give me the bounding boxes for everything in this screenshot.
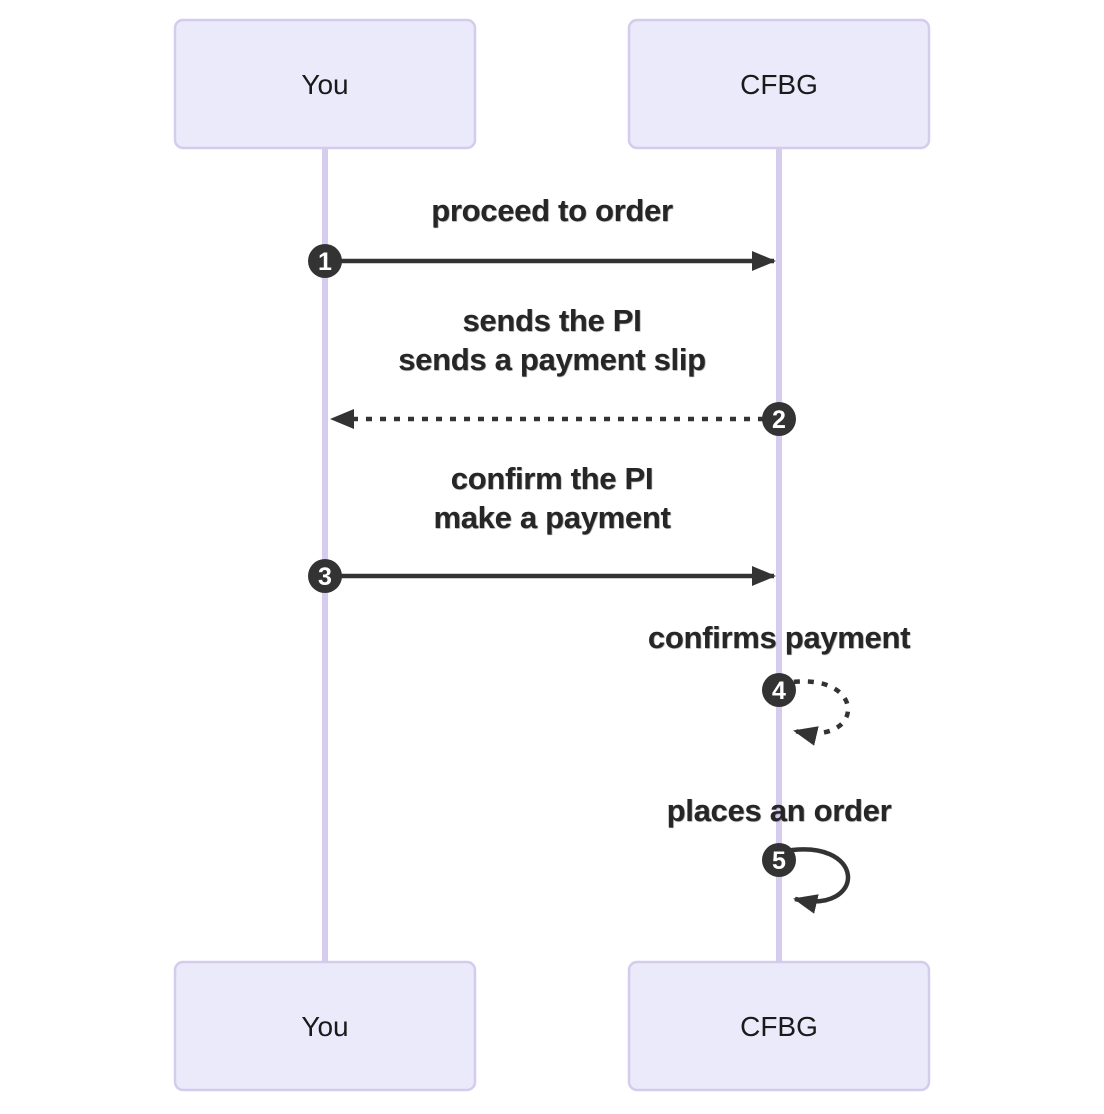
seq-number-4: 4 [772, 677, 786, 705]
message-2: sends the PI sends a payment slip 2 [330, 303, 796, 436]
actor-label-you-bottom: You [301, 1011, 348, 1042]
message-1: proceed to order 1 [308, 193, 776, 278]
actor-box-you-top [173, 18, 477, 150]
actor-box-cfbg-bottom [627, 960, 931, 1092]
actor-box-you-bottom [173, 960, 477, 1092]
message-label-2-line-1: sends the PI [462, 303, 641, 338]
message-3: confirm the PI make a payment 3 [308, 461, 776, 593]
seq-number-2: 2 [772, 406, 786, 434]
seq-number-5: 5 [772, 847, 786, 875]
message-label-3-line-1: confirm the PI [451, 461, 654, 496]
seq-badge-5 [762, 843, 796, 877]
actor-bottom-cfbg: CFBG [627, 960, 931, 1092]
actor-bottom-you: You [173, 960, 477, 1092]
seq-badge-1 [308, 244, 342, 278]
actor-top-cfbg: CFBG [627, 18, 931, 150]
actor-label-you-top: You [301, 69, 348, 100]
actor-top-you: You [173, 18, 477, 150]
seq-badge-3 [308, 559, 342, 593]
actor-label-cfbg-bottom: CFBG [740, 1011, 818, 1042]
message-label-1: proceed to order [431, 193, 673, 228]
self-loop-arrow-5 [779, 847, 851, 914]
message-label-3-line-2: make a payment [433, 500, 670, 535]
message-label-2-line-2: sends a payment slip [398, 342, 706, 377]
message-5: places an order 5 [667, 793, 892, 914]
self-loop-arrow-4 [779, 679, 851, 746]
seq-badge-2 [762, 402, 796, 436]
message-label-4: confirms payment [648, 620, 910, 655]
message-4: confirms payment 4 [648, 620, 910, 746]
seq-number-1: 1 [318, 248, 332, 276]
actor-label-cfbg-top: CFBG [740, 69, 818, 100]
actor-box-cfbg-top [627, 18, 931, 150]
seq-number-3: 3 [318, 563, 332, 591]
message-label-5: places an order [667, 793, 892, 828]
seq-badge-4 [762, 673, 796, 707]
